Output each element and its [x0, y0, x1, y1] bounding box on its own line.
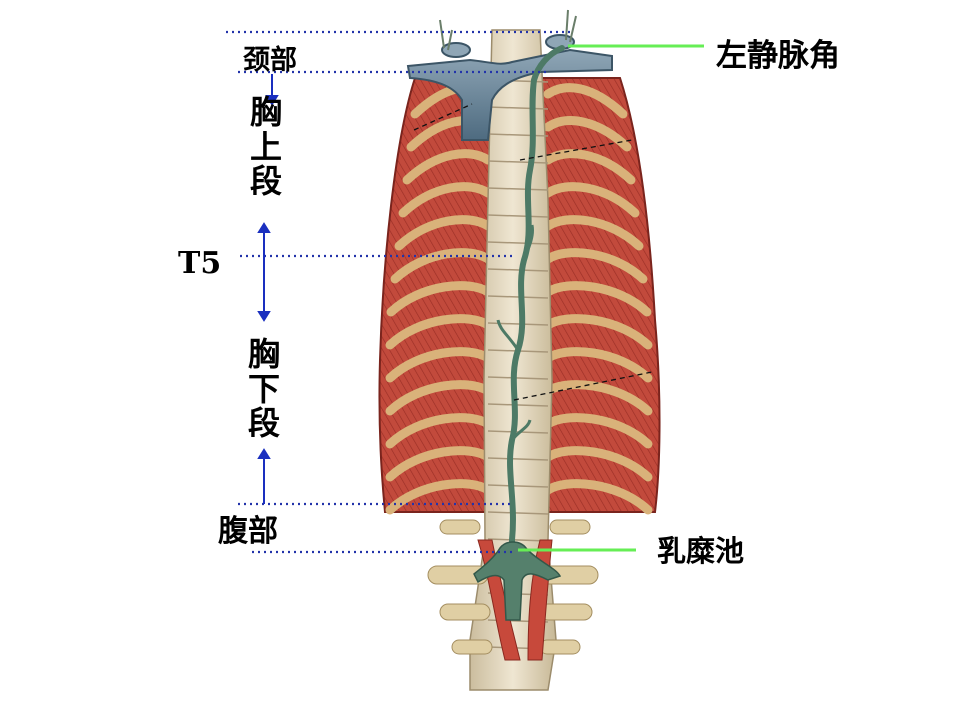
vertebra-line — [487, 376, 549, 380]
rib-right — [543, 413, 653, 449]
thoracic-duct — [507, 45, 565, 559]
rib-left — [385, 413, 493, 449]
vertebra-line — [487, 214, 549, 218]
vertebra-line — [487, 295, 549, 299]
jugular-vein-stump-right — [441, 42, 471, 58]
vertebra-line — [487, 133, 549, 137]
rib-left — [385, 446, 493, 482]
vertebra-line — [487, 511, 549, 515]
vertebra-line — [487, 538, 549, 542]
rib-left — [394, 215, 493, 251]
rib-left — [385, 479, 493, 515]
arrow-t5-up — [257, 222, 271, 233]
rib-right — [543, 314, 653, 350]
rib-right — [543, 380, 653, 416]
level-guides — [226, 30, 572, 554]
vertebra-line — [487, 106, 549, 110]
rib-right — [543, 281, 652, 317]
label-left-venous-angle: 左静脉角 — [716, 38, 840, 74]
ribs — [385, 83, 653, 515]
rib-left — [385, 347, 493, 383]
label-upper-thoracic-segment: 胸 上 段 — [249, 93, 282, 201]
rib-left — [398, 182, 493, 218]
vertebra-line — [487, 484, 549, 488]
rib-right — [543, 446, 653, 482]
rib-right — [543, 248, 648, 284]
rib-right — [543, 149, 636, 185]
rib-left — [385, 380, 493, 416]
vertebra-line — [487, 241, 549, 245]
label-cisterna-chyli: 乳糜池 — [657, 534, 745, 568]
rib-left — [386, 281, 493, 317]
label-neck-segment: 颈部 — [243, 45, 297, 76]
arrow-neck-down — [265, 95, 279, 106]
arrow-t5-down — [257, 311, 271, 322]
vertebra-line — [487, 268, 549, 272]
arrow-lower-up — [257, 448, 271, 459]
rib-right — [543, 479, 653, 515]
rib-left — [385, 314, 493, 350]
rib-right — [543, 83, 628, 119]
rib-right — [543, 182, 640, 218]
label-abdominal-segment: 腹部 — [218, 514, 278, 549]
rib-right — [543, 347, 653, 383]
extent-arrows — [257, 74, 279, 504]
brachiocephalic-veins — [406, 48, 613, 141]
rib-right — [543, 116, 632, 152]
cisterna-chyli — [473, 541, 562, 621]
rib-left — [402, 149, 493, 185]
label-lower-thoracic-segment: 胸 下 段 — [247, 335, 280, 443]
segment-reference-dashes — [413, 103, 653, 401]
rib-right — [543, 215, 644, 251]
vertebra-line — [487, 187, 549, 191]
vertebra-line — [487, 457, 549, 461]
label-t5-level: T5 — [178, 246, 222, 281]
vertebra-line — [487, 403, 549, 407]
vertebra-line — [487, 160, 549, 164]
